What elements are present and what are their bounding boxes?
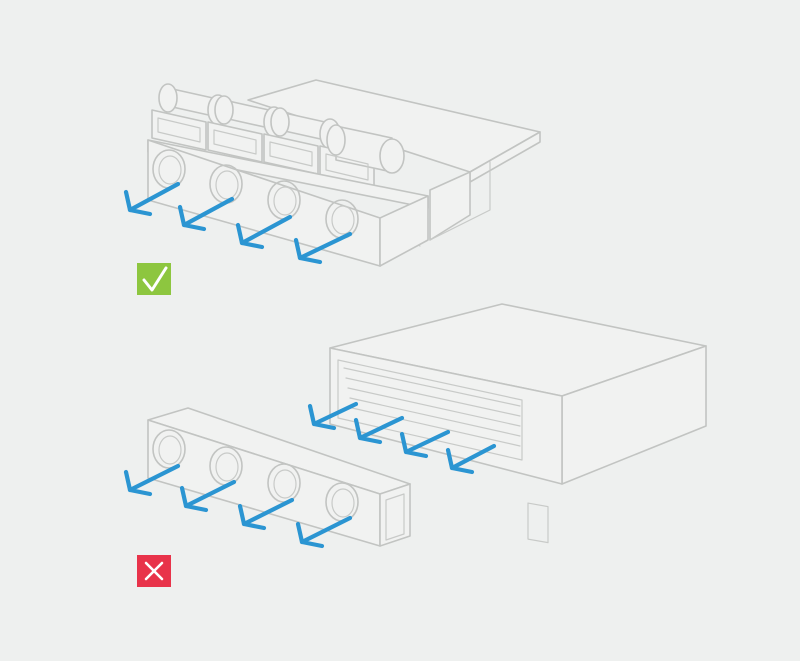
airflow-arrow <box>445 443 497 475</box>
airflow-arrow <box>123 463 181 497</box>
cross-icon <box>137 555 171 587</box>
airflow-arrow <box>399 429 451 459</box>
airflow-arrows-top <box>123 181 353 265</box>
cartridge-2 <box>207 95 285 163</box>
airflow-arrow <box>179 479 237 513</box>
enclosure-box <box>329 303 707 544</box>
fan-port-1 <box>152 429 186 469</box>
fan-bar-top <box>147 139 429 267</box>
airflow-arrow <box>353 415 405 445</box>
fan-bar-bottom <box>147 407 411 547</box>
indicator-panel <box>527 502 549 544</box>
bottom-illustration <box>123 303 707 587</box>
airflow-arrows-enclosure <box>307 401 497 475</box>
check-icon <box>137 263 171 295</box>
cartridge-row <box>151 83 405 191</box>
airflow-arrow <box>237 497 295 531</box>
airflow-arrow <box>177 196 235 232</box>
base-plate <box>247 79 541 251</box>
airflow-arrow <box>307 401 359 431</box>
airflow-arrow <box>295 515 353 549</box>
airflow-arrow <box>123 181 181 217</box>
airflow-arrows-bottom <box>123 463 353 549</box>
top-illustration <box>123 79 541 295</box>
airflow-arrow <box>235 214 293 250</box>
airflow-arrow <box>293 231 353 265</box>
